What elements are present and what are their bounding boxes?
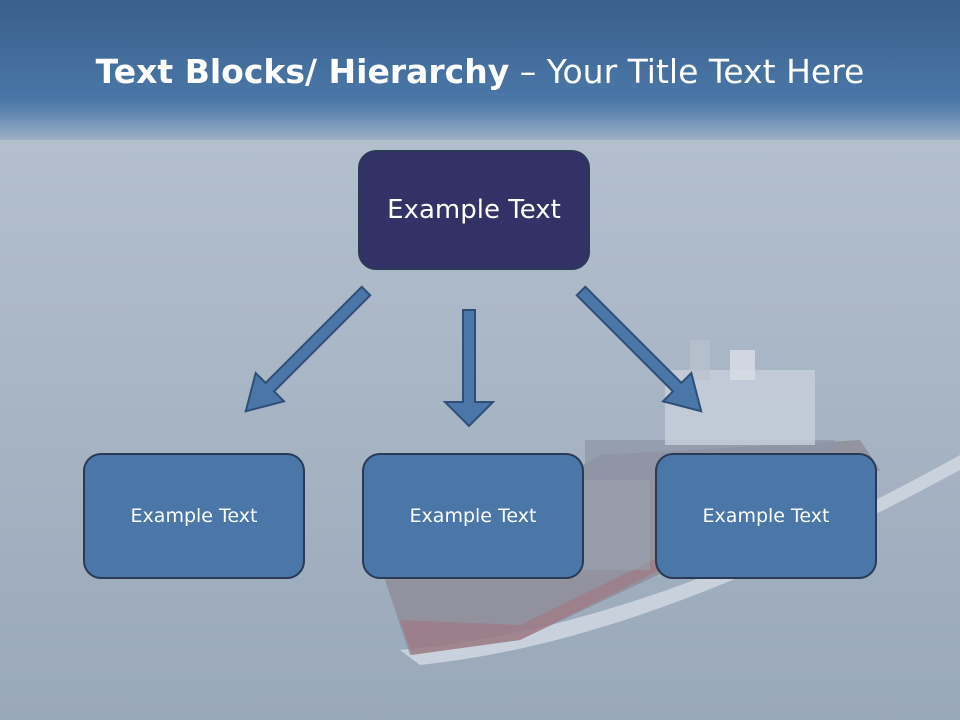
header-band	[0, 0, 960, 140]
title-bold: Text Blocks/ Hierarchy	[95, 52, 510, 91]
arrow-left	[244, 285, 372, 413]
hierarchy-top-label: Example Text	[387, 195, 561, 225]
title-rest: – Your Title Text Here	[509, 52, 865, 91]
ship-containers-front	[580, 480, 650, 570]
hierarchy-child-box-middle: Example Text	[362, 453, 584, 579]
hierarchy-child-label-right: Example Text	[702, 505, 830, 527]
slide-title: Text Blocks/ Hierarchy – Your Title Text…	[0, 52, 960, 91]
arrow-middle	[442, 309, 496, 428]
ship-hull-stripe	[400, 462, 860, 655]
ship-mast	[730, 350, 755, 380]
hierarchy-child-label-middle: Example Text	[409, 505, 537, 527]
hierarchy-child-label-left: Example Text	[130, 505, 258, 527]
ship-antenna	[690, 340, 710, 380]
hierarchy-child-box-right: Example Text	[655, 453, 877, 579]
arrow-right	[575, 285, 703, 413]
hierarchy-child-box-left: Example Text	[83, 453, 305, 579]
hierarchy-top-box: Example Text	[358, 150, 590, 270]
